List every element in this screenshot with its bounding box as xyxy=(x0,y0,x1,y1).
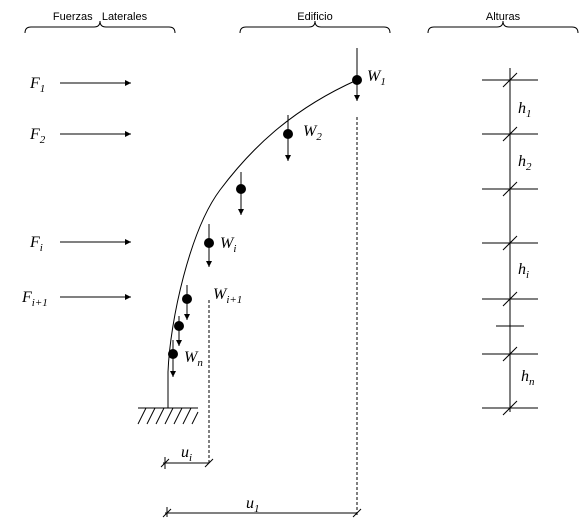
weight-label-wn: Wn xyxy=(184,349,203,369)
displacement-label-ui: ui xyxy=(181,444,192,464)
heights-dimension-line xyxy=(482,68,538,416)
mass-node-wn xyxy=(168,340,178,377)
force-label-f1: F1 xyxy=(29,75,45,95)
brace-heights xyxy=(427,20,579,34)
header-building: Edificio xyxy=(297,11,332,23)
mass-node-w1 xyxy=(352,48,362,101)
brace-forces xyxy=(24,20,176,34)
header-heights: Alturas xyxy=(486,11,521,23)
header-forces: Fuerzas Laterales xyxy=(53,11,148,23)
dimension-ui xyxy=(160,457,214,469)
height-label-h2: h2 xyxy=(518,153,532,173)
weight-label-w1: W1 xyxy=(367,68,386,88)
displacement-label-u1: u1 xyxy=(246,495,260,515)
force-label-fi: Fi xyxy=(29,234,43,254)
mass-node-wi xyxy=(204,224,214,267)
force-label-f2: F2 xyxy=(29,126,46,146)
weight-label-wi: Wi xyxy=(220,235,236,255)
mass-node-wi1 xyxy=(182,285,192,320)
mass-node-intermediate xyxy=(236,172,246,215)
weight-label-w2: W2 xyxy=(303,123,322,143)
force-label-fi1: Fi+1 xyxy=(21,289,48,309)
brace-building xyxy=(239,20,391,34)
mass-node-w2 xyxy=(283,115,293,161)
fixed-support xyxy=(137,407,199,425)
weight-label-wi1: Wi+1 xyxy=(213,286,242,306)
deflected-shape-curve xyxy=(167,79,358,408)
height-label-h1: h1 xyxy=(518,100,532,120)
dimension-u1 xyxy=(162,507,362,518)
height-label-hn: hn xyxy=(521,368,535,388)
height-label-hi: hi xyxy=(518,261,529,281)
mass-node-lower xyxy=(174,316,184,346)
